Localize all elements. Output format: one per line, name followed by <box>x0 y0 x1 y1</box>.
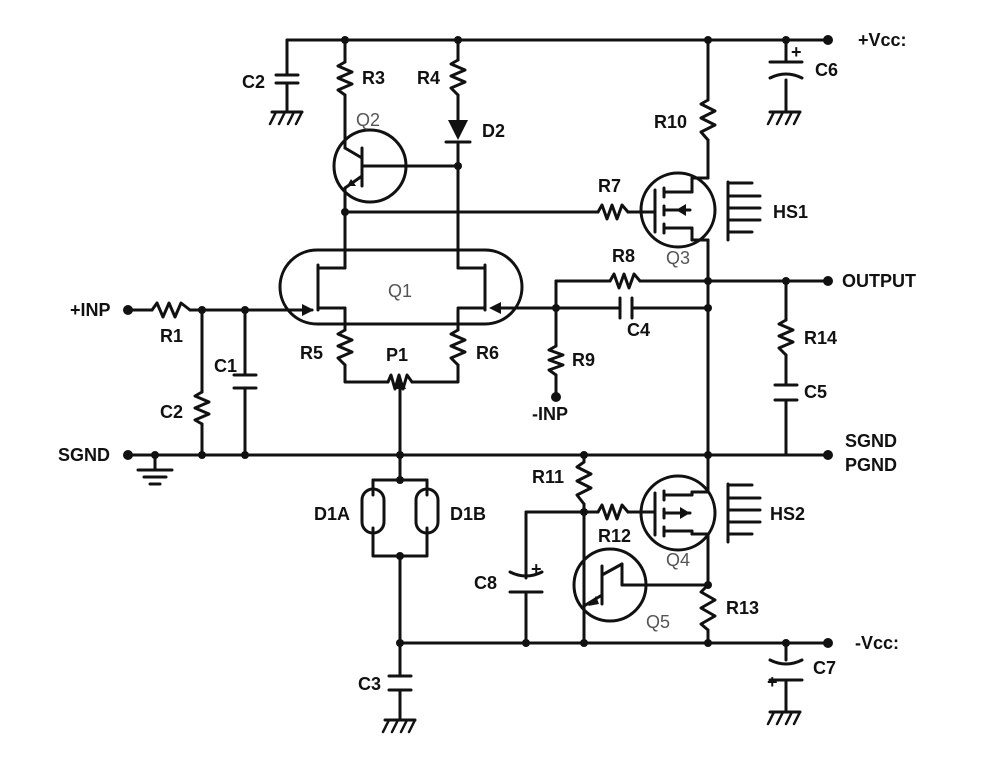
inp-pos-terminal <box>123 305 133 315</box>
p1-wiper <box>394 377 406 394</box>
junction-dots <box>151 36 790 647</box>
resistor-r12 <box>596 503 630 521</box>
c7-label: C7 <box>813 658 836 678</box>
sgnd-right-label: SGND <box>845 431 897 451</box>
wires <box>126 38 830 722</box>
r14-label: R14 <box>804 328 837 348</box>
resistor-r3 <box>336 60 354 97</box>
labels: +Vcc: OUTPUT SGND PGND -Vcc: +INP -INP S… <box>58 30 916 694</box>
c6-label: C6 <box>815 60 838 80</box>
r10-label: R10 <box>654 112 687 132</box>
capacitor-c7: + <box>767 658 804 692</box>
transistor-q1 <box>278 248 524 326</box>
pgnd-label: PGND <box>845 455 897 475</box>
resistor-r14 <box>777 318 795 357</box>
c8-label: C8 <box>474 573 497 593</box>
c6-plus: + <box>791 42 802 62</box>
terminals <box>123 35 833 648</box>
diodes-d1 <box>360 487 440 535</box>
r12-label: R12 <box>598 526 631 546</box>
resistor-r8 <box>608 272 642 290</box>
sgnd-terminal <box>823 450 833 460</box>
vcc-pos-label: +Vcc: <box>858 30 907 50</box>
ground-sgnd-icon <box>136 468 174 486</box>
p1-label: P1 <box>386 345 408 365</box>
diode-d2 <box>444 120 472 144</box>
c4-label: C4 <box>627 320 650 340</box>
output-label: OUTPUT <box>842 271 916 291</box>
c2-bottom-label: C2 <box>160 402 183 422</box>
inp-neg-terminal <box>551 392 561 402</box>
c2-top-label: C2 <box>242 72 265 92</box>
transistor-q3 <box>638 171 717 249</box>
inp-pos-label: +INP <box>70 300 111 320</box>
resistor-r6 <box>449 328 467 367</box>
capacitor-c5 <box>773 383 799 402</box>
resistor-r9 <box>547 344 565 377</box>
d1b-label: D1B <box>450 504 486 524</box>
vcc-neg-terminal <box>823 638 833 648</box>
capacitor-c8: + <box>508 559 544 594</box>
c8-plus: + <box>531 559 542 579</box>
c3-label: C3 <box>358 674 381 694</box>
r9-label: R9 <box>572 350 595 370</box>
ground-c6-icon <box>766 110 802 126</box>
resistor-c2-bottom <box>193 390 211 426</box>
vcc-neg-label: -Vcc: <box>855 633 899 653</box>
diode-d1a <box>360 487 386 535</box>
grounds <box>136 110 802 734</box>
r6-label: R6 <box>476 343 499 363</box>
d2-label: D2 <box>482 121 505 141</box>
r8-label: R8 <box>612 246 635 266</box>
capacitor-c3 <box>387 674 413 692</box>
diode-d1b <box>414 487 440 535</box>
resistor-r10 <box>699 98 717 142</box>
transistor-q5 <box>572 547 648 623</box>
r11-label: R11 <box>532 467 564 487</box>
q5-label: Q5 <box>646 612 670 632</box>
inp-neg-label: -INP <box>532 404 568 424</box>
r7-label: R7 <box>598 176 621 196</box>
q4-label: Q4 <box>666 550 690 570</box>
q3-label: Q3 <box>666 248 690 268</box>
capacitor-c4 <box>618 296 634 320</box>
resistor-p1 <box>386 373 414 391</box>
q2-label: Q2 <box>356 110 380 130</box>
transistor-q4 <box>638 474 717 552</box>
vcc-pos-terminal <box>823 35 833 45</box>
transistor-q2 <box>332 128 408 204</box>
resistor-r1 <box>150 301 192 319</box>
r1-label: R1 <box>160 326 183 346</box>
ground-c7-icon <box>766 710 802 726</box>
resistor-r5 <box>336 328 354 367</box>
q1-label: Q1 <box>388 281 412 301</box>
capacitor-c6: + <box>768 42 804 80</box>
resistor-r7 <box>596 203 630 221</box>
r5-label: R5 <box>300 343 323 363</box>
r3-label: R3 <box>362 68 385 88</box>
sgnd-left-terminal <box>123 450 133 460</box>
c1-label: C1 <box>214 356 237 376</box>
resistor-r4 <box>449 58 467 97</box>
heatsink-hs2-icon <box>726 482 762 544</box>
r13-label: R13 <box>726 598 759 618</box>
hs1-label: HS1 <box>773 202 808 222</box>
capacitors: + + + <box>232 42 804 692</box>
c5-label: C5 <box>804 382 827 402</box>
resistors <box>150 58 795 632</box>
resistor-r11 <box>575 460 593 506</box>
hs2-label: HS2 <box>770 504 805 524</box>
ground-c2-icon <box>268 110 304 126</box>
r4-label: R4 <box>417 68 440 88</box>
capacitor-c2-top <box>274 73 300 92</box>
heatsink-hs1-icon <box>726 180 762 242</box>
d1a-label: D1A <box>314 504 350 524</box>
output-terminal <box>823 276 833 286</box>
c7-plus: + <box>767 672 778 692</box>
capacitor-c1 <box>232 373 258 390</box>
sgnd-left-label: SGND <box>58 445 110 465</box>
resistor-r13 <box>699 583 717 632</box>
ground-c3-icon <box>381 718 417 734</box>
